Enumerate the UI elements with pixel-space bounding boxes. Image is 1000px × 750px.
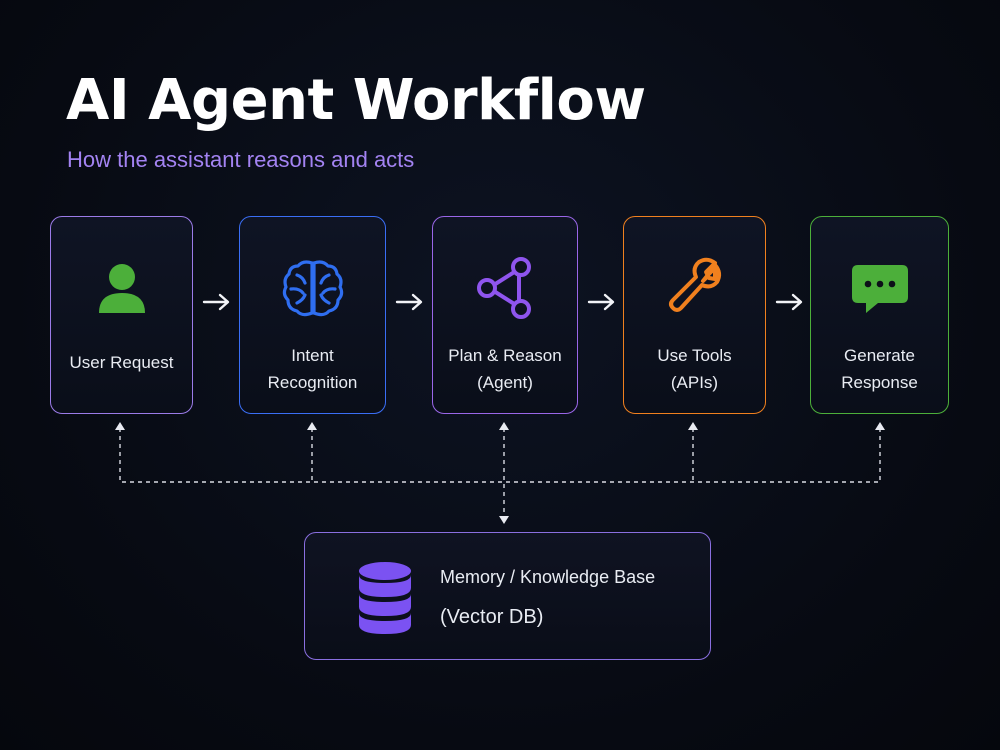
step-label: User Request bbox=[69, 353, 174, 372]
step-card-intent-recognition: Intent Recognition bbox=[239, 216, 386, 414]
step-card-generate-response: Generate Response bbox=[810, 216, 949, 414]
step-label: Generate bbox=[844, 346, 915, 365]
step-label: Plan & Reason bbox=[448, 346, 562, 365]
page-subtitle: How the assistant reasons and acts bbox=[67, 147, 415, 172]
page-title: AI Agent Workflow bbox=[66, 68, 646, 133]
step-label: Intent bbox=[291, 346, 334, 365]
arrow-right-icon bbox=[587, 293, 615, 311]
connector-arrowhead bbox=[875, 422, 885, 430]
connector-arrowhead bbox=[307, 422, 317, 430]
step-label: Response bbox=[841, 373, 918, 392]
step-label: (APIs) bbox=[670, 373, 719, 392]
chat-bubble-icon bbox=[851, 265, 908, 313]
step-label: Use Tools bbox=[657, 346, 732, 365]
step-card-plan-reason: Plan & Reason (Agent) bbox=[432, 216, 578, 414]
memory-title: Memory / Knowledge Base bbox=[440, 567, 656, 587]
database-icon bbox=[359, 562, 411, 634]
arrow-right-icon bbox=[202, 293, 230, 311]
arrow-right-icon bbox=[395, 293, 423, 311]
brain-icon bbox=[282, 260, 343, 317]
step-card-user-request: User Request bbox=[50, 216, 193, 414]
user-icon bbox=[98, 264, 145, 313]
step-label: (Agent) bbox=[477, 373, 533, 392]
connector-arrowhead bbox=[499, 516, 509, 524]
memory-subtitle: (Vector DB) bbox=[440, 606, 544, 628]
step-label: Recognition bbox=[267, 373, 358, 392]
arrow-right-icon bbox=[775, 293, 803, 311]
connector-arrowhead bbox=[115, 422, 125, 430]
wrench-icon bbox=[668, 257, 721, 312]
memory-knowledge-base-card: Memory / Knowledge Base (Vector DB) bbox=[304, 532, 711, 660]
share-nodes-icon bbox=[477, 257, 531, 319]
connector-arrowhead bbox=[688, 422, 698, 430]
connector-arrowhead bbox=[499, 422, 509, 430]
step-card-use-tools: Use Tools (APIs) bbox=[623, 216, 766, 414]
